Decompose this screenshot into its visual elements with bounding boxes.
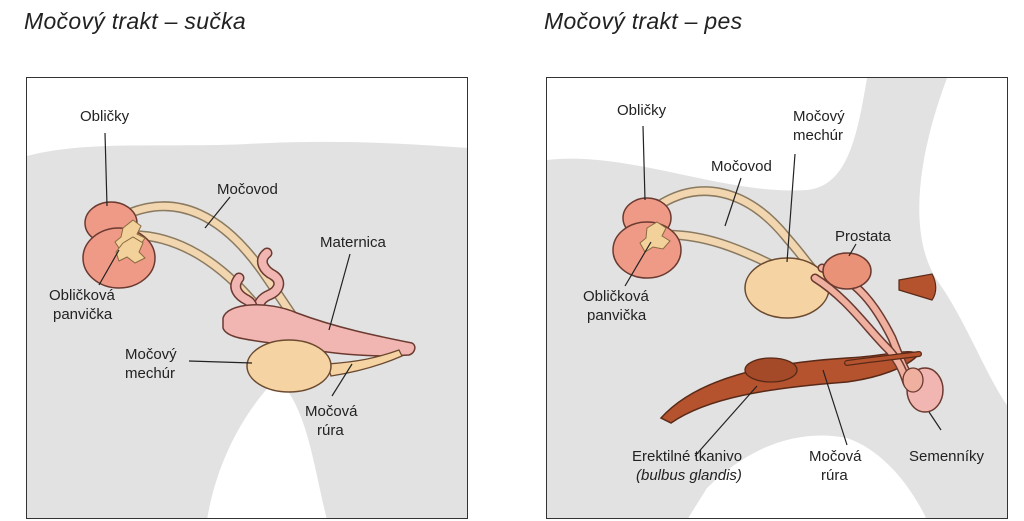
male-renal-pelvis: [639, 221, 671, 253]
female-label-uterus: Maternica: [320, 234, 386, 251]
male-label-urethra-1: Močová: [809, 448, 862, 465]
female-title: Močový trakt – sučka: [24, 8, 247, 34]
male-label-pelvis-1: Obličková: [583, 288, 649, 305]
male-label-pelvis-2: panvička: [587, 307, 647, 324]
male-label-bulbus: (bulbus glandis): [636, 467, 742, 484]
female-leaders: [98, 132, 353, 397]
female-panel: Obličky Močovod Maternica Obličková panv…: [26, 77, 468, 519]
female-bladder: [246, 339, 403, 393]
female-diagram: [27, 132, 467, 518]
male-title: Močový trakt – pes: [544, 8, 743, 34]
male-panel: Obličky Močový mechúr Močovod Prostata O…: [546, 77, 1008, 519]
female-label-urethra-2: rúra: [317, 422, 344, 439]
female-label-bladder-2: mechúr: [125, 365, 176, 382]
female-label-pelvis-2: panvička: [53, 306, 113, 323]
female-label-ureter: Močovod: [217, 181, 278, 198]
male-bladder: [744, 257, 830, 319]
male-testes: [902, 367, 944, 413]
male-label-erectile: Erektilné tkanivo: [632, 448, 743, 465]
male-label-bladder-2: mechúr: [793, 127, 844, 144]
male-label-testes: Semenníky: [909, 448, 985, 465]
female-label-pelvis-1: Obličková: [49, 287, 115, 304]
male-label-ureter: Močovod: [711, 158, 772, 175]
male-prostate: [822, 252, 872, 290]
female-uterus: [222, 247, 416, 357]
male-label-bladder-1: Močový: [793, 108, 845, 125]
male-label-urethra-2: rúra: [821, 467, 848, 484]
male-kidneys: [612, 197, 682, 279]
female-label-urethra-1: Močová: [305, 403, 358, 420]
female-label-kidneys: Obličky: [80, 108, 130, 125]
female-label-bladder-1: Močový: [125, 346, 177, 363]
male-label-prostate: Prostata: [835, 228, 891, 245]
female-kidneys: [82, 201, 156, 289]
male-leaders: [624, 125, 942, 457]
male-rectum-fragment: [898, 273, 937, 301]
male-diagram: [547, 78, 1007, 518]
male-label-kidneys: Obličky: [617, 102, 667, 119]
